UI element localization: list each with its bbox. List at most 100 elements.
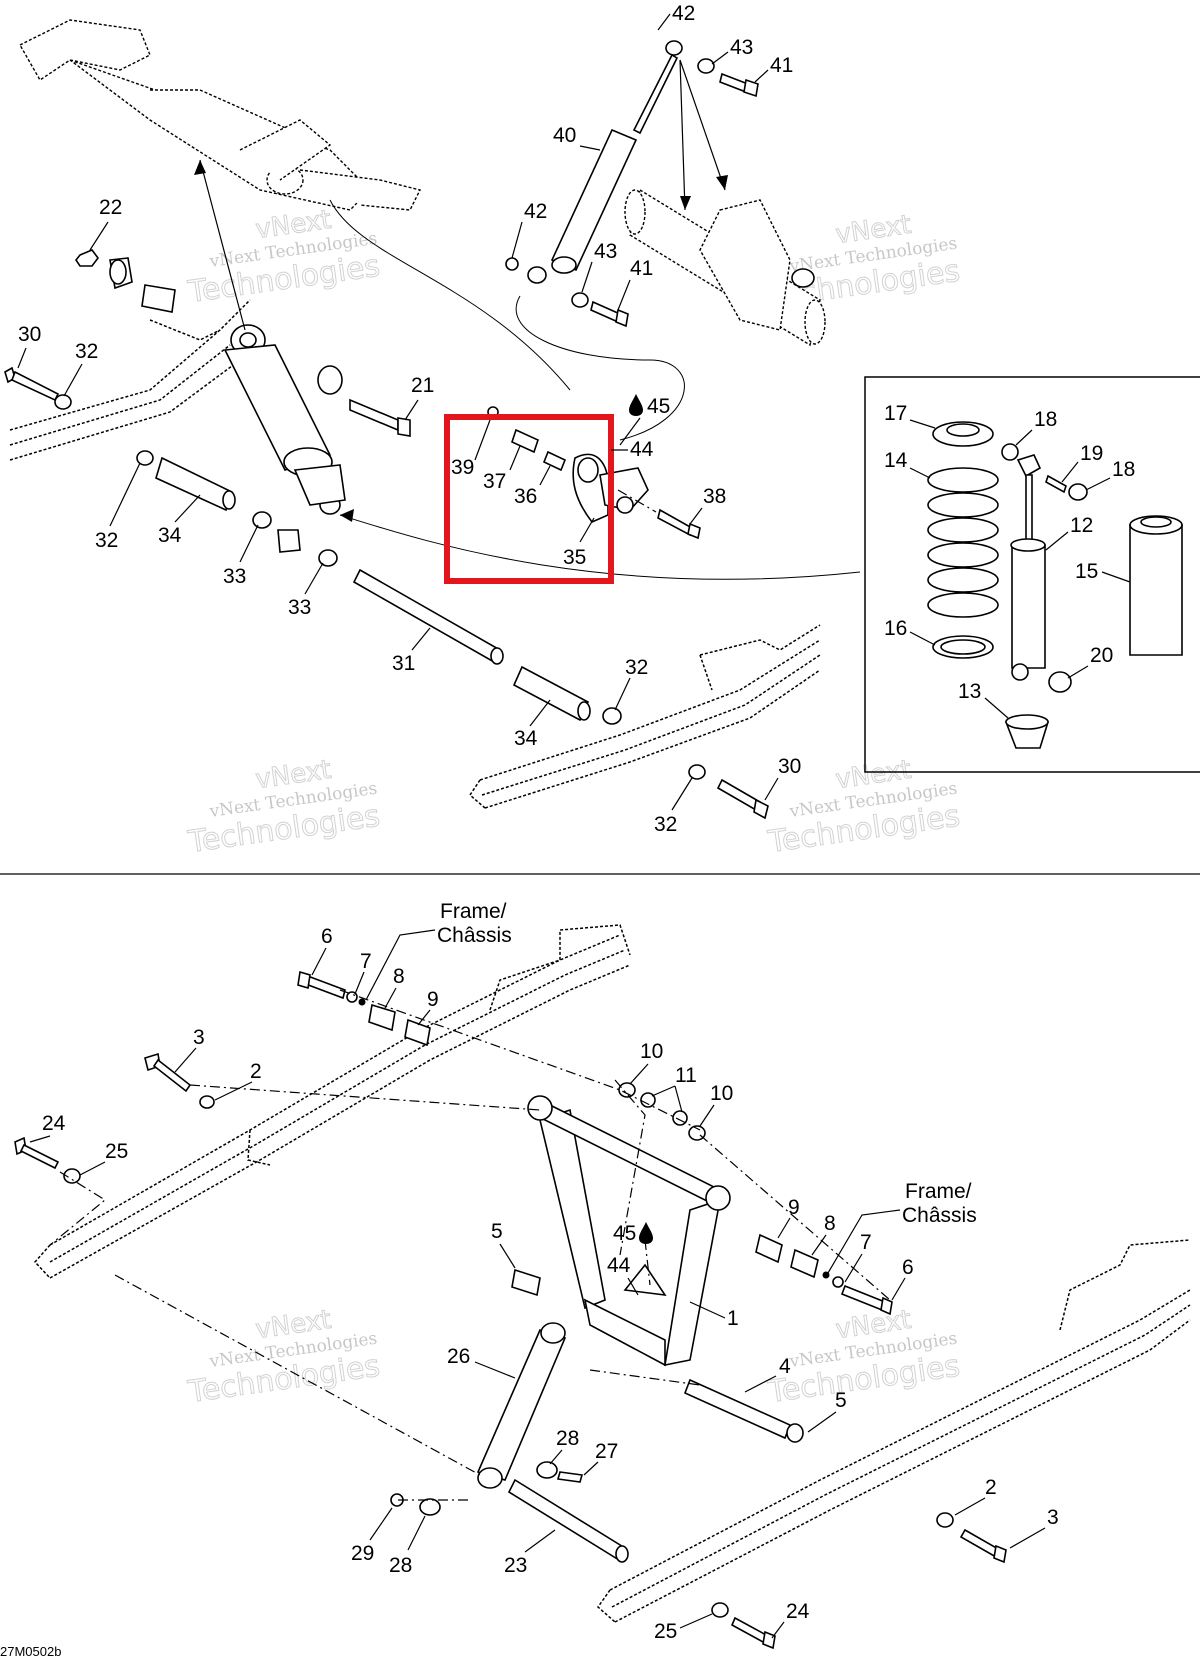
callout-7: 7	[860, 1231, 872, 1254]
sleeve-34-right	[512, 665, 622, 725]
coil-spring	[927, 467, 999, 618]
callout-35: 35	[563, 546, 586, 569]
callout-15: 15	[1075, 560, 1098, 583]
callout-24: 24	[786, 1600, 810, 1623]
callout-30: 30	[778, 755, 801, 778]
callout-21: 21	[411, 374, 434, 397]
callout-5: 5	[835, 1389, 847, 1412]
callout-11: 11	[675, 1064, 697, 1087]
callout-29: 29	[351, 1542, 374, 1565]
callout-32: 32	[75, 340, 98, 363]
callout-41: 41	[770, 54, 793, 77]
hardware-left-bottom	[14, 970, 431, 1184]
callout-32: 32	[654, 813, 677, 836]
callouts-bottom: 6 7 8 9 3 2 10 11 10 24 25 9 8 7 6 5 45 …	[29, 925, 1059, 1643]
callout-36: 36	[514, 485, 537, 508]
callout-45: 45	[647, 395, 670, 418]
callout-25: 25	[105, 1140, 128, 1163]
arrow-head	[716, 175, 728, 190]
upper-arm-assembly	[19, 19, 422, 211]
callout-19: 19	[1080, 442, 1103, 465]
callouts-inset: 17 18 14 19 18 12 15 16 20 13	[884, 402, 1135, 719]
callout-27: 27	[595, 1440, 618, 1463]
hardware-bottom-right-2	[711, 1512, 1007, 1650]
right-rail-bottom	[596, 1239, 1191, 1623]
callout-38: 38	[703, 485, 726, 508]
lubricant-drop-icon	[629, 394, 643, 416]
sleeve-34-left	[155, 456, 338, 567]
shock-40	[505, 40, 759, 328]
callout-2: 2	[250, 1060, 262, 1083]
curve-connector-3	[339, 514, 861, 580]
shock-detail-inset	[864, 376, 1200, 773]
callout-1: 1	[727, 1307, 739, 1330]
shaft-31	[352, 568, 504, 665]
centerline	[189, 1084, 541, 1111]
callout-24: 24	[42, 1112, 66, 1135]
bolt-30-left	[4, 366, 154, 466]
centerline	[114, 1274, 481, 1476]
arrow-head	[680, 196, 691, 210]
callout-6: 6	[321, 925, 333, 948]
arrow-head	[340, 509, 354, 522]
callout-10: 10	[710, 1082, 733, 1105]
curve-connector-2	[515, 295, 685, 441]
callout-23: 23	[504, 1554, 527, 1577]
bolt-30-right	[688, 764, 769, 820]
frame-label-top-2: Châssis	[437, 924, 512, 947]
callout-32: 32	[95, 529, 118, 552]
callout-26: 26	[447, 1345, 470, 1368]
callout-32: 32	[625, 656, 648, 679]
left-rail-top	[9, 299, 251, 461]
callout-10: 10	[640, 1040, 663, 1063]
callout-8: 8	[824, 1212, 836, 1235]
callout-44: 44	[607, 1254, 631, 1277]
callout-7: 7	[360, 950, 372, 973]
centerline	[589, 1369, 701, 1386]
frame-leader-top	[365, 929, 436, 1001]
callout-9: 9	[788, 1196, 800, 1219]
centerline	[644, 1239, 651, 1286]
callout-3: 3	[1047, 1506, 1059, 1529]
callout-20: 20	[1090, 644, 1113, 667]
frame-label-mid-2: Châssis	[902, 1204, 977, 1227]
callout-30: 30	[18, 323, 41, 346]
shaft-23	[507, 1478, 629, 1563]
lubricant-drop-icon	[639, 1222, 653, 1244]
callout-22: 22	[99, 196, 122, 219]
rear-shock-absorber	[223, 324, 346, 515]
callout-39: 39	[451, 456, 474, 479]
right-upper-arm	[624, 188, 826, 347]
curve-connector-1	[329, 199, 571, 391]
callouts-top: 42 43 41 40 42 43 41 22 30 32 21 45 44 3…	[17, 2, 801, 836]
inset-parts	[927, 421, 1183, 749]
frame-label-mid-1: Frame/	[905, 1180, 972, 1203]
callout-33: 33	[288, 596, 311, 619]
arrow-head	[194, 160, 206, 175]
hardware-22	[75, 249, 176, 313]
callout-8: 8	[393, 965, 405, 988]
callout-37: 37	[483, 470, 506, 493]
callout-28: 28	[556, 1427, 579, 1450]
callout-34: 34	[514, 727, 538, 750]
callout-3: 3	[193, 1026, 205, 1049]
callout-41: 41	[630, 257, 653, 280]
callout-9: 9	[427, 988, 439, 1011]
centerline	[699, 1134, 891, 1301]
callout-34: 34	[158, 524, 182, 547]
callout-6: 6	[902, 1256, 914, 1279]
callout-12: 12	[1070, 514, 1093, 537]
callout-18: 18	[1112, 458, 1135, 481]
link-26	[390, 1322, 584, 1516]
callout-5: 5	[491, 1220, 503, 1243]
callout-4: 4	[779, 1355, 791, 1378]
callout-13: 13	[958, 680, 981, 703]
callout-18: 18	[1034, 408, 1057, 431]
callout-43: 43	[730, 36, 753, 59]
arrow-line	[199, 159, 246, 331]
arrow-line	[679, 59, 726, 191]
callout-44: 44	[630, 438, 654, 461]
hardware-21	[317, 365, 411, 437]
callout-25: 25	[654, 1620, 677, 1643]
